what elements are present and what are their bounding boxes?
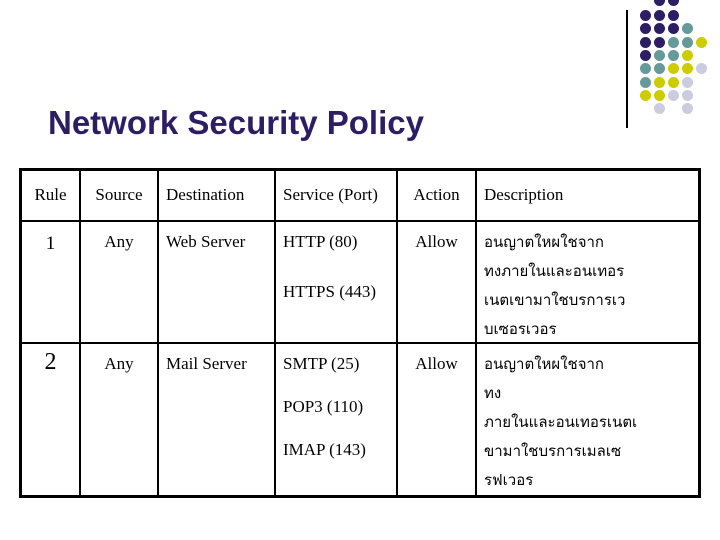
deco-dot <box>667 89 679 101</box>
column-header-description: Description <box>477 171 698 222</box>
deco-dot <box>639 49 651 61</box>
deco-dot <box>667 0 679 6</box>
deco-dot <box>653 76 665 88</box>
page-title: Network Security Policy <box>48 104 424 142</box>
column-header-service: Service (Port) <box>276 171 398 222</box>
service-item: HTTP (80) <box>283 232 358 251</box>
deco-dot <box>667 36 679 48</box>
deco-dot <box>653 36 665 48</box>
deco-dot <box>681 76 693 88</box>
description-line: ภายในและอนเทอรเนตเ <box>484 415 638 431</box>
column-header-action: Action <box>398 171 477 222</box>
deco-dot <box>639 76 651 88</box>
deco-dot <box>667 49 679 61</box>
deco-dot <box>681 36 693 48</box>
description-text: อนญาตใหผใชจาก ทงภายในและอนเทอร เนตเขามาใ… <box>477 222 698 344</box>
action-value: Allow <box>398 222 477 344</box>
destination-value: Web Server <box>159 222 276 344</box>
deco-dot <box>695 62 707 74</box>
rule-number: 2 <box>22 344 81 495</box>
rule-number: 1 <box>22 222 81 344</box>
description-line: อนญาตใหผใชจาก <box>484 235 605 251</box>
column-header-source: Source <box>81 171 159 222</box>
description-line: ทง <box>484 386 502 402</box>
deco-dot <box>653 9 665 21</box>
service-list: SMTP (25) POP3 (110) IMAP (143) <box>276 344 398 495</box>
deco-dot <box>653 22 665 34</box>
deco-dot <box>653 89 665 101</box>
description-line: ทงภายในและอนเทอร <box>484 264 625 280</box>
source-value: Any <box>81 344 159 495</box>
description-line: เนตเขามาใชบรการเว <box>484 293 626 309</box>
column-header-rule: Rule <box>22 171 81 222</box>
source-value: Any <box>81 222 159 344</box>
deco-dot <box>653 102 665 114</box>
deco-dot <box>639 89 651 101</box>
description-text: อนญาตใหผใชจาก ทง ภายในและอนเทอรเนตเ ขามา… <box>477 344 698 495</box>
deco-dot <box>639 9 651 21</box>
deco-dot <box>681 102 693 114</box>
destination-value: Mail Server <box>159 344 276 495</box>
deco-dot <box>695 36 707 48</box>
deco-dot <box>681 49 693 61</box>
service-item: SMTP (25) <box>283 354 360 373</box>
deco-dot <box>653 62 665 74</box>
deco-dot <box>667 22 679 34</box>
deco-dot <box>639 62 651 74</box>
deco-dot <box>681 62 693 74</box>
column-header-destination: Destination <box>159 171 276 222</box>
action-value: Allow <box>398 344 477 495</box>
service-list: HTTP (80) HTTPS (443) <box>276 222 398 344</box>
description-line: รฟเวอร <box>484 473 534 489</box>
service-item: POP3 (110) <box>283 397 364 416</box>
deco-dot <box>653 49 665 61</box>
policy-table: Rule Source Destination Service (Port) A… <box>19 168 701 498</box>
service-item: HTTPS (443) <box>283 282 377 301</box>
deco-dot <box>667 9 679 21</box>
decorative-vertical-line <box>626 10 628 128</box>
deco-dot <box>639 36 651 48</box>
description-line: บเซอรเวอร <box>484 322 557 338</box>
description-line: อนญาตใหผใชจาก <box>484 357 605 373</box>
service-item: IMAP (143) <box>283 440 366 459</box>
deco-dot <box>653 0 665 6</box>
deco-dot <box>639 22 651 34</box>
deco-dot <box>681 89 693 101</box>
deco-dot <box>667 62 679 74</box>
deco-dot <box>681 22 693 34</box>
description-line: ขามาใชบรการเมลเซ <box>484 444 622 460</box>
deco-dot <box>667 76 679 88</box>
